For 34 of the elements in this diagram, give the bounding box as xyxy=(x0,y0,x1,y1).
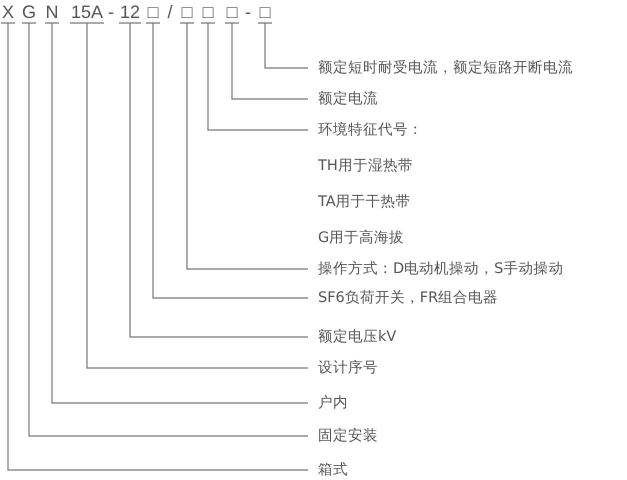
leader-line xyxy=(145,22,309,299)
leader-line xyxy=(179,22,309,270)
leader-line xyxy=(200,22,309,131)
description-text: 额定电流 xyxy=(318,90,378,109)
leader-line xyxy=(118,22,309,338)
leader-line xyxy=(224,22,309,100)
model-code: N xyxy=(46,0,58,24)
model-code: 12 xyxy=(120,0,140,24)
model-code: □ xyxy=(182,0,192,24)
model-code: □ xyxy=(148,0,158,24)
model-code: □ xyxy=(226,0,238,24)
model-code: X xyxy=(2,0,14,24)
leader-line xyxy=(44,22,309,404)
description-text: TH用于湿热带 xyxy=(318,157,414,176)
description-text: 箱式 xyxy=(318,461,348,480)
description-text: 设计序号 xyxy=(318,359,378,378)
separator: - xyxy=(245,1,251,24)
description-text: 额定电压kV xyxy=(318,328,396,347)
description-text: 固定安装 xyxy=(318,426,378,446)
description-text: TA用于干热带 xyxy=(318,193,412,212)
description-text: 额定短时耐受电流，额定短路开断电流 xyxy=(318,58,573,78)
model-code: G xyxy=(22,0,36,24)
description-text: 环境特征代号： xyxy=(318,120,423,140)
model-code: □ xyxy=(202,0,214,24)
leader-line xyxy=(69,22,309,369)
description-text: SF6负荷开关，FR组合电器 xyxy=(318,289,498,308)
separator: - xyxy=(108,1,114,24)
leader-line xyxy=(257,22,309,69)
separator: / xyxy=(168,1,172,24)
model-code: 15A xyxy=(70,0,104,24)
model-code: □ xyxy=(260,0,270,24)
description-text: G用于高海拔 xyxy=(318,228,406,248)
description-text: 操作方式：D电动机操动，S手动操动 xyxy=(318,260,564,279)
description-text: 户内 xyxy=(318,394,348,413)
